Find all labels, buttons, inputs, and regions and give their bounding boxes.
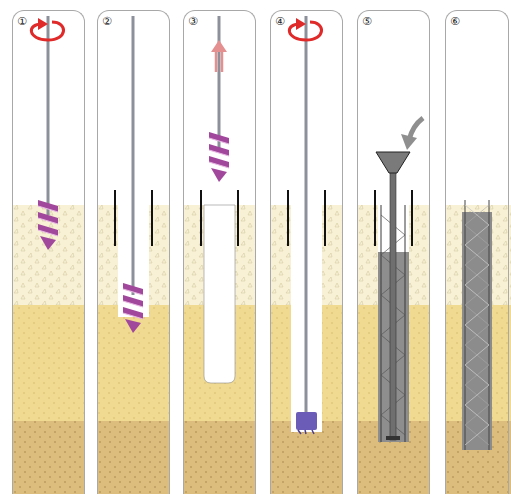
step-panel: ① bbox=[12, 10, 85, 494]
step-number: ① bbox=[17, 16, 27, 27]
step-number: ④ bbox=[275, 16, 285, 27]
step-number: ② bbox=[102, 16, 112, 27]
step-panel: ③ bbox=[183, 10, 256, 494]
step-panel: ⑥ bbox=[445, 10, 509, 494]
step-panel: ⑤ bbox=[357, 10, 430, 494]
step-number: ⑥ bbox=[450, 16, 460, 27]
step-panel: ② bbox=[97, 10, 170, 494]
step-number: ⑤ bbox=[362, 16, 372, 27]
step-number: ③ bbox=[188, 16, 198, 27]
step-panel: ④ bbox=[270, 10, 343, 494]
